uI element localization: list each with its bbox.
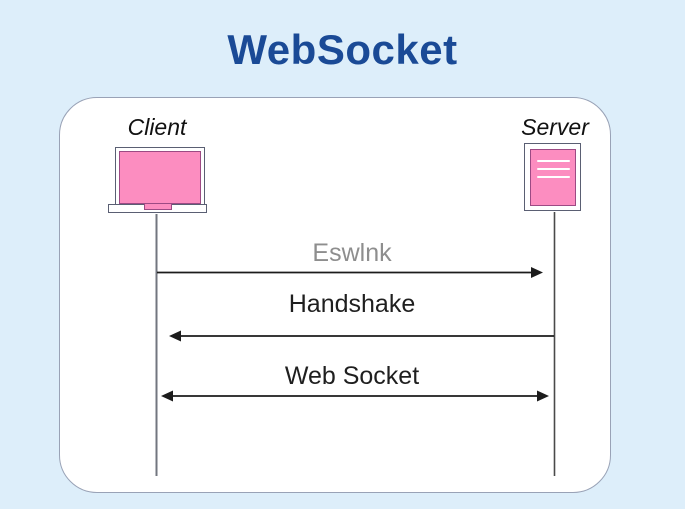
server-icon <box>524 143 581 211</box>
server-vent-line <box>536 167 570 170</box>
message-label-eswlnk: Eswlnk <box>312 239 392 267</box>
arrow-websocket-left-head <box>161 390 173 402</box>
laptop-icon <box>108 147 208 215</box>
laptop-trackpad <box>144 203 172 210</box>
page-title: WebSocket <box>227 26 458 73</box>
arrow-websocket-right-head <box>537 390 549 402</box>
server-vent-line <box>536 175 570 178</box>
actor-label-server: Server <box>521 114 589 140</box>
message-label-handshake: Handshake <box>288 290 416 318</box>
server-vent-line <box>536 159 570 162</box>
arrow-handshake-head <box>169 330 181 342</box>
actor-label-client: Client <box>127 114 187 140</box>
laptop-monitor <box>115 147 205 208</box>
message-label-websocket: Web Socket <box>284 362 420 390</box>
arrow-eswlnk-head <box>531 267 543 278</box>
server-panel <box>529 148 576 206</box>
